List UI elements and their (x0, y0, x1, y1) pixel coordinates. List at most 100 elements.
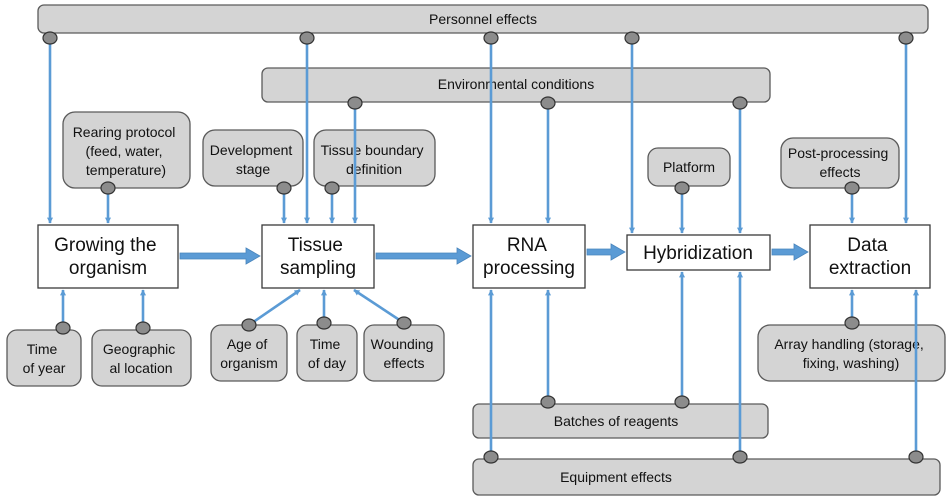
factor-label-line: Environmental conditions (438, 76, 594, 92)
connector-node (42, 31, 58, 45)
connector-node (674, 181, 690, 195)
step-label-line: Tissue (288, 235, 343, 256)
connector-node (844, 316, 860, 330)
factor-label-line: Time (310, 336, 341, 352)
step-label-line: processing (483, 258, 575, 279)
step-data-extraction: Data extraction (809, 224, 931, 289)
flow-arrow (179, 247, 261, 265)
connector-node (908, 450, 924, 464)
step-label-line: Data (847, 235, 888, 256)
svg-text:Array handling (storage,: Array handling (storage, fixing, washing… (774, 336, 927, 371)
svg-text:Personnel effects: Personnel effects (429, 11, 537, 27)
connector-node (347, 96, 363, 110)
step-hybridization: Hybridization (626, 234, 771, 271)
factor-platform: Platform (647, 147, 731, 187)
connector-node (732, 450, 748, 464)
svg-text:Environmental conditions: Environmental conditions (438, 76, 594, 92)
svg-text:Geographic al location: Geographic al location (103, 341, 179, 376)
svg-text:Time of year: Time of year (23, 341, 66, 376)
svg-text:Platform: Platform (663, 159, 715, 175)
factor-time-of-year: Time of year (6, 329, 82, 387)
connector-node (396, 316, 412, 330)
svg-text:Post-processing effects: Post-processing effects (788, 145, 892, 180)
factor-batches-of-reagents: Batches of reagents (472, 403, 769, 439)
connector-node (100, 181, 116, 195)
factor-label-line: Batches of reagents (554, 413, 679, 429)
factor-label-line: Platform (663, 159, 715, 175)
svg-text:Development stage: Development stage (210, 142, 296, 177)
factor-environmental-conditions: Environmental conditions (261, 67, 771, 103)
factor-label-line: Equipment effects (560, 469, 672, 485)
connector-node (241, 318, 257, 332)
connector-node (844, 181, 860, 195)
factor-label-line: Post-processing (788, 145, 888, 161)
step-tissue-sampling: Tissue sampling (261, 224, 375, 289)
step-label-line: extraction (829, 258, 911, 279)
svg-text:Batches of reagents: Batches of reagents (554, 413, 679, 429)
connector-node (674, 395, 690, 409)
step-growing-the-organism: Growing the organism (37, 224, 179, 289)
flow-arrow (771, 243, 809, 261)
flow-arrows (179, 243, 809, 265)
step-label-line: RNA (507, 235, 547, 256)
factor-label-line: stage (236, 161, 270, 177)
factor-label-line: Personnel effects (429, 11, 537, 27)
connector-node (540, 395, 556, 409)
factor-label-line: Geographic (103, 341, 175, 357)
connector-node (299, 31, 315, 45)
factor-label-line: Development (210, 142, 293, 158)
svg-text:Wounding effects: Wounding effects (371, 336, 438, 371)
factor-array-handling: Array handling (storage, fixing, washing… (757, 324, 946, 382)
step-rna-processing: RNA processing (472, 224, 586, 289)
connector-node (324, 181, 340, 195)
connector-node (316, 316, 332, 330)
factor-equipment-effects: Equipment effects (472, 458, 941, 496)
connector-node (732, 96, 748, 110)
factor-development-stage: Development stage (202, 129, 304, 187)
svg-text:Rearing protocol (feed,: Rearing protocol (feed, water, temperatu… (73, 124, 180, 178)
factor-label-line: Rearing protocol (73, 124, 176, 140)
step-label-line: Hybridization (643, 243, 753, 264)
factor-rearing-protocol: Rearing protocol (feed, water, temperatu… (62, 111, 191, 189)
factor-label-line: organism (220, 355, 278, 371)
factor-tissue-boundary-definition: Tissue boundary definition (313, 129, 436, 187)
factor-label-line: of day (308, 355, 346, 371)
flow-arrow (375, 247, 472, 265)
factor-label-line: Wounding (371, 336, 434, 352)
factor-personnel-effects: Personnel effects (37, 4, 929, 34)
factor-label-line: effects (820, 164, 861, 180)
connector-node (55, 321, 71, 335)
step-label-line: organism (69, 258, 147, 279)
factor-label-line: effects (384, 355, 425, 371)
step-label-line: sampling (280, 258, 356, 279)
step-label-line: Growing the (54, 235, 156, 256)
factor-label-line: Time (27, 341, 58, 357)
factor-post-processing-effects: Post-processing effects (780, 137, 900, 189)
factor-time-of-day: Time of day (296, 324, 358, 382)
factor-label-line: (feed, water, (86, 143, 163, 159)
factor-label-line: Tissue boundary (321, 142, 424, 158)
svg-text:Tissue boundary definiti: Tissue boundary definition (321, 142, 428, 177)
svg-text:Growing the organism: Growing the organism (54, 235, 162, 279)
influence-arrow (353, 288, 405, 325)
connector-node (898, 31, 914, 45)
connector-node (276, 181, 292, 195)
svg-text:Data extraction: Data extraction (829, 235, 911, 279)
factor-label-line: fixing, washing) (803, 355, 900, 371)
svg-text:Age of organism: Age of organism (220, 336, 278, 371)
factor-label-line: Age of (227, 336, 268, 352)
svg-text:Tissue sampling: Tissue sampling (280, 235, 356, 279)
svg-text:Hybridization: Hybridization (643, 243, 753, 264)
influence-arrows (47, 38, 919, 457)
connector-nodes (42, 31, 924, 464)
factor-geographical-location: Geographic al location (91, 329, 192, 387)
svg-text:RNA processing: RNA processing (483, 235, 575, 279)
factor-wounding-effects: Wounding effects (363, 324, 445, 382)
connector-node (540, 96, 556, 110)
factor-age-of-organism: Age of organism (210, 324, 288, 382)
factor-label-line: Array handling (storage, (774, 336, 923, 352)
svg-text:Equipment effects: Equipment effects (560, 469, 672, 485)
connector-node (135, 321, 151, 335)
factor-label-line: of year (23, 360, 66, 376)
